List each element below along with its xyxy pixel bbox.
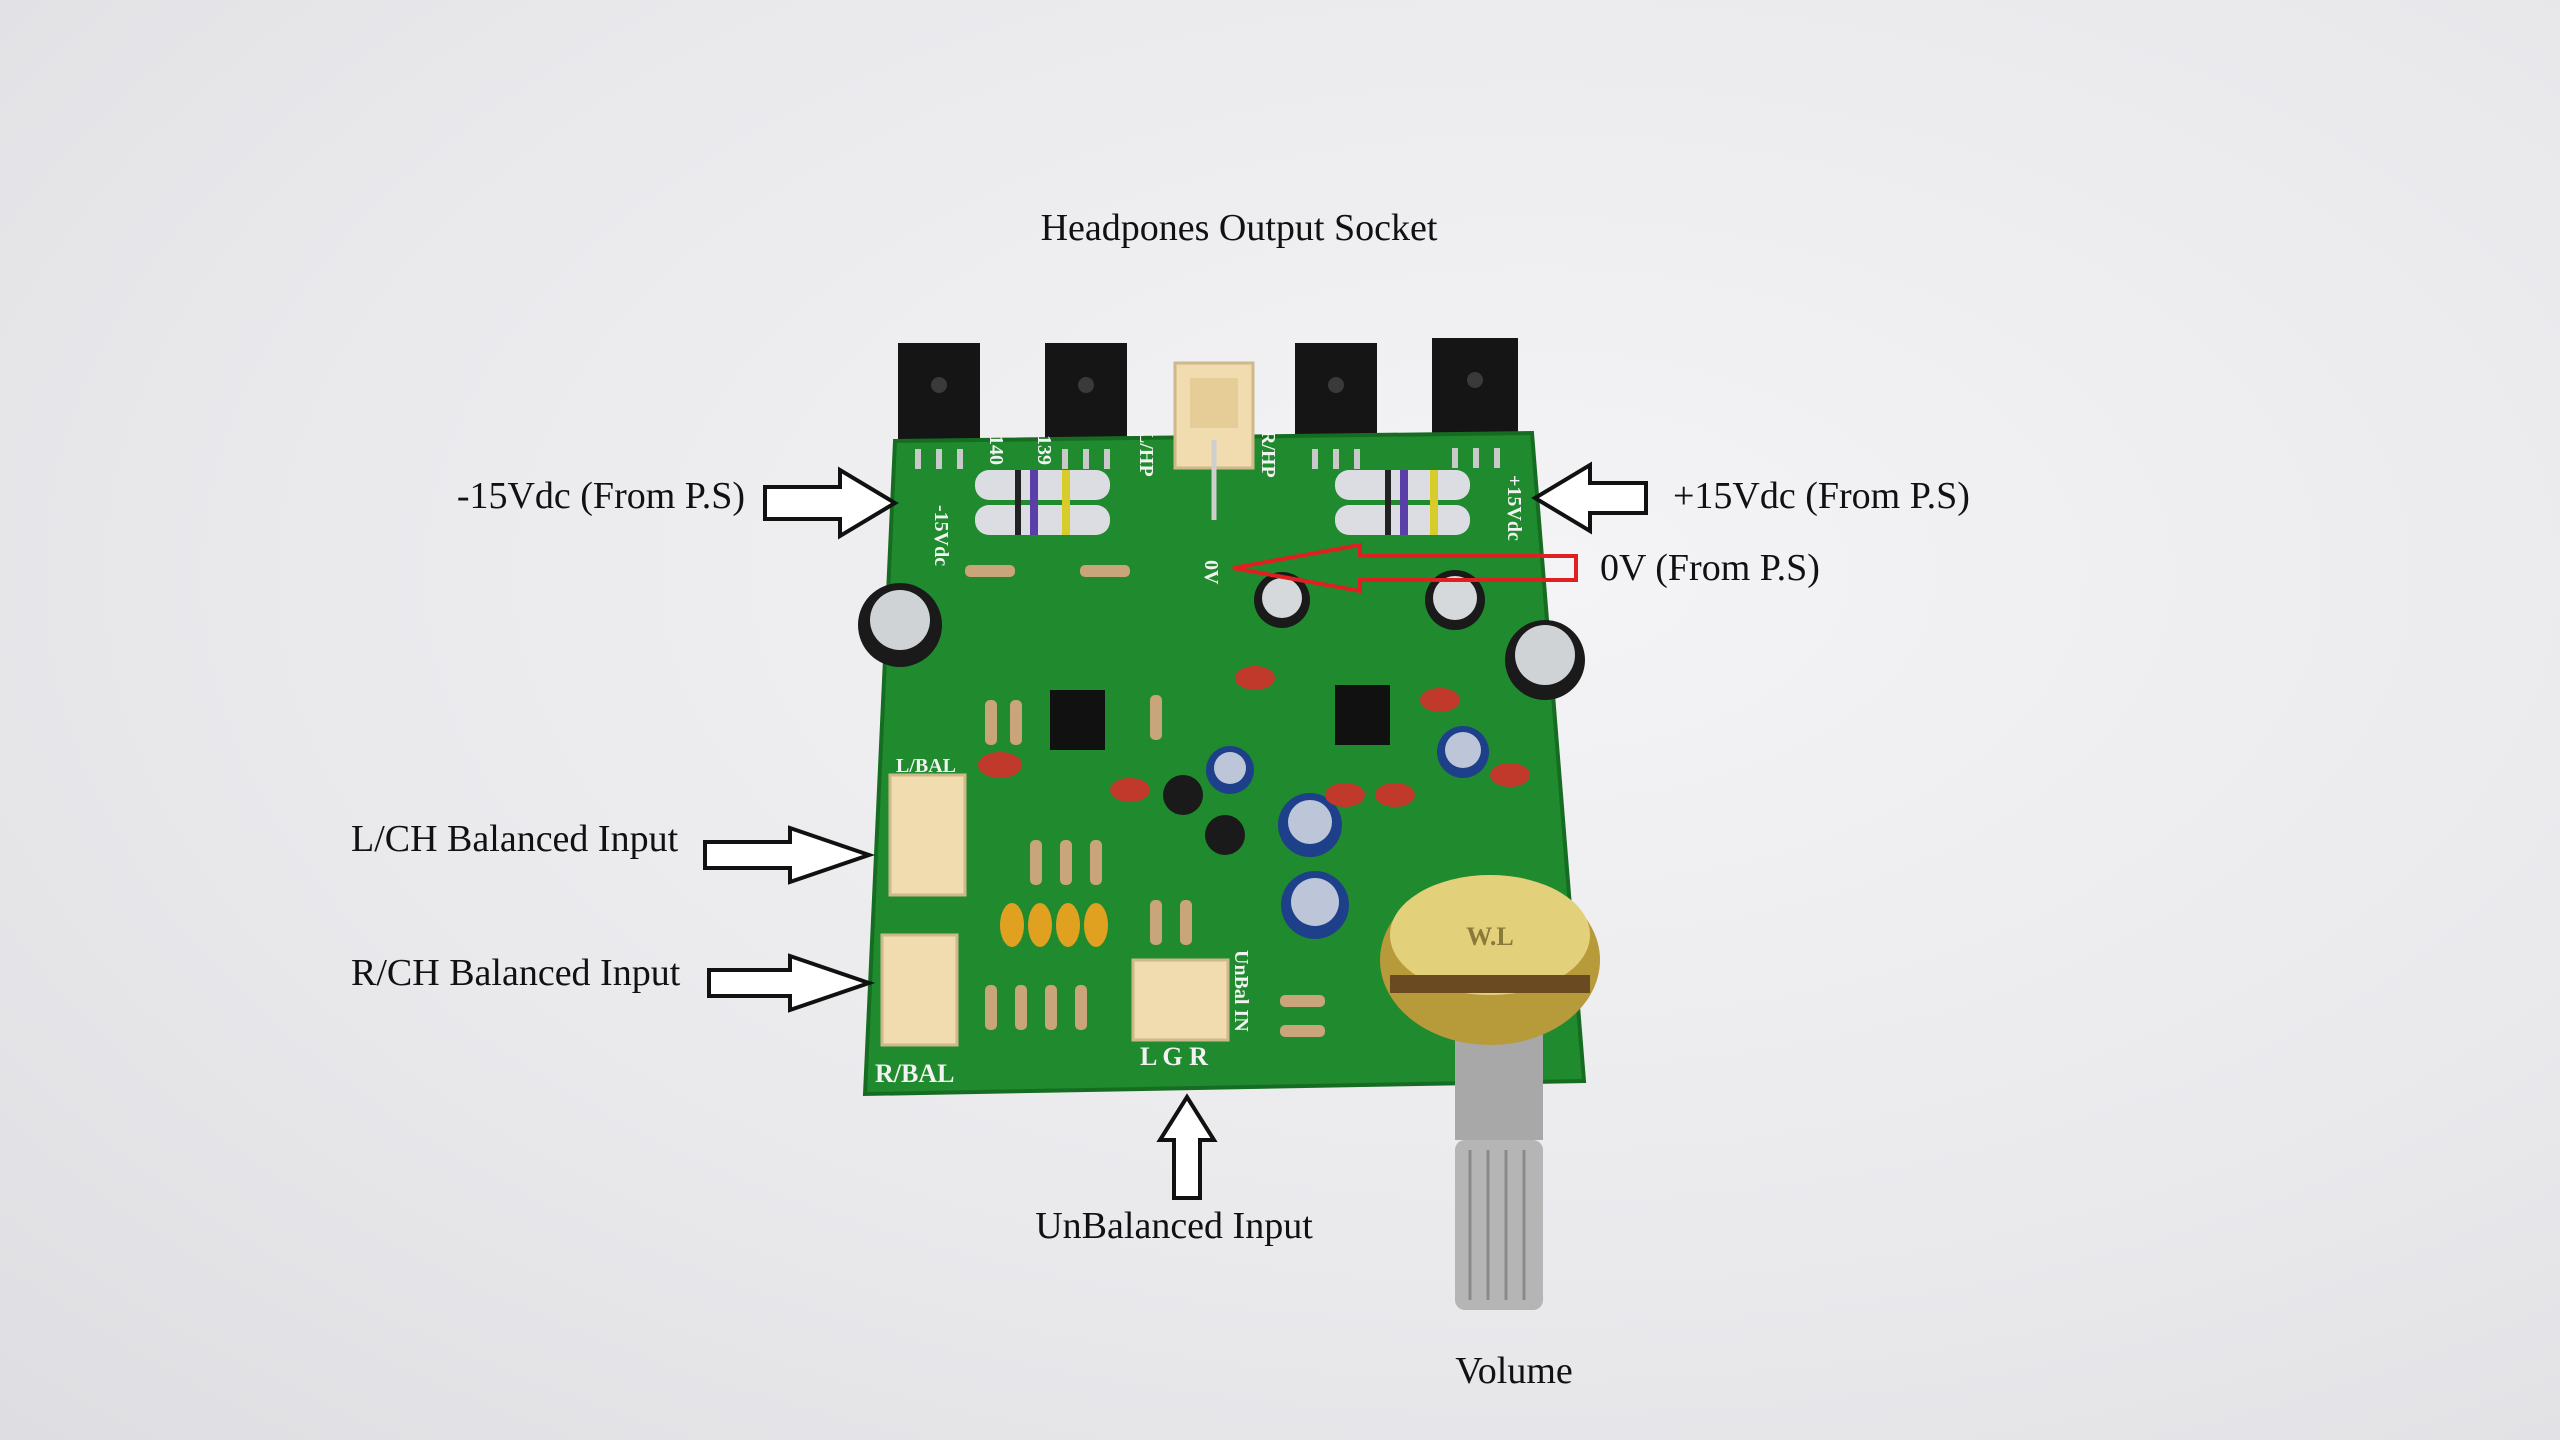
silk-lgr: L G R: [1140, 1042, 1208, 1071]
volume-potentiometer[interactable]: W.L: [1380, 875, 1600, 1310]
pos-supply-label: +15Vdc (From P.S): [1673, 475, 1970, 517]
transistor-q1: [1432, 338, 1518, 448]
neg-supply-arrow: [763, 466, 899, 540]
transistors: [898, 338, 1518, 449]
small-resistors: [965, 565, 1325, 1037]
right-balanced-label: R/CH Balanced Input: [351, 952, 681, 994]
right-balanced-arrow: [707, 953, 876, 1013]
silk-rhp: R/HP: [1257, 430, 1279, 478]
transistor-q3: [898, 343, 980, 449]
silk-q140: 140: [985, 435, 1007, 465]
ground-label: 0V (From P.S): [1600, 547, 1820, 589]
left-balanced-label: L/CH Balanced Input: [351, 818, 679, 860]
unbalanced-label: UnBalanced Input: [1035, 1205, 1313, 1247]
pot-brand: W.L: [1466, 922, 1513, 951]
silk-rbal: R/BAL: [875, 1059, 954, 1088]
neg-supply-label: -15Vdc (From P.S): [457, 475, 745, 517]
volume-label: Volume: [1455, 1350, 1573, 1392]
headphones-output-label: Headpones Output Socket: [1041, 207, 1438, 249]
unbalanced-connector: [1131, 958, 1230, 1042]
ground-arrow: [1232, 542, 1578, 594]
right-balanced-connector: [880, 933, 959, 1047]
left-balanced-connector: [888, 773, 967, 897]
electrolytic-capacitors: [858, 570, 1585, 939]
silk-0v: 0V: [1200, 560, 1222, 585]
silk-q139: 139: [1033, 435, 1055, 465]
silk-neg15: -15Vdc: [930, 505, 952, 566]
silk-lbal: L/BAL: [896, 755, 956, 777]
op-amp-ics: [1050, 685, 1390, 750]
unbalanced-arrow: [1156, 1093, 1218, 1200]
power-resistors: [975, 470, 1470, 535]
film-capacitors: [978, 666, 1530, 807]
transistor-q4: [1045, 343, 1127, 449]
silk-pos15: +15Vdc: [1503, 475, 1525, 541]
silk-unbal-in: UnBal IN: [1230, 950, 1252, 1032]
pos-supply-arrow: [1531, 461, 1648, 535]
headphone-output-connector: [1173, 361, 1255, 520]
silk-lhp: L/HP: [1135, 430, 1157, 477]
transistor-q2: [1295, 343, 1377, 449]
left-balanced-arrow: [703, 825, 876, 885]
input-capacitors: [1000, 903, 1108, 947]
